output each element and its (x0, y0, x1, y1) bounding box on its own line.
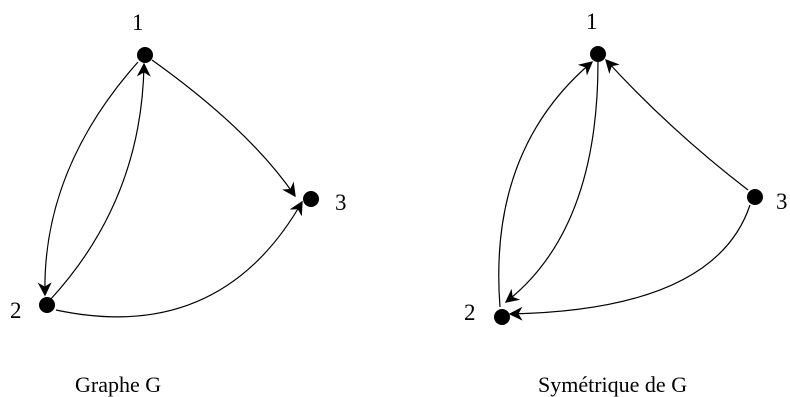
graph-sym-node-3-label: 3 (776, 189, 788, 214)
graph-sym-node-2 (494, 309, 510, 325)
graph-sym-edge-1-2 (504, 61, 599, 303)
graph-sym-node-2-label: 2 (464, 300, 476, 325)
graph-g-node-1 (137, 47, 153, 63)
graph-g-node-1-label: 1 (132, 10, 144, 35)
graph-g-node-2 (39, 297, 55, 313)
graph-sym-node-1 (590, 46, 606, 62)
graph-sym-node-3 (747, 189, 763, 205)
graph-g-edge-1-2 (37, 61, 139, 297)
graph-g-node-3 (303, 191, 319, 207)
graph-sym-edge-2-1 (498, 61, 594, 308)
graph-sym-node-1-label: 1 (586, 9, 598, 34)
graph-g-caption: Graphe G (75, 372, 161, 397)
graph-g-edge-1-3 (151, 59, 296, 198)
graph-g-edge-2-3 (55, 200, 303, 318)
graph-g: 1 2 3 Graphe G (10, 10, 347, 397)
graph-g-node-3-label: 3 (335, 190, 347, 215)
graph-symmetric: 1 2 3 Symétrique de G (464, 9, 788, 397)
graph-g-edge-2-1 (49, 62, 151, 301)
graph-sym-edge-3-2 (508, 204, 751, 321)
graph-sym-edge-3-1 (605, 58, 749, 191)
graph-sym-caption: Symétrique de G (538, 372, 687, 397)
graph-g-node-2-label: 2 (10, 298, 22, 323)
